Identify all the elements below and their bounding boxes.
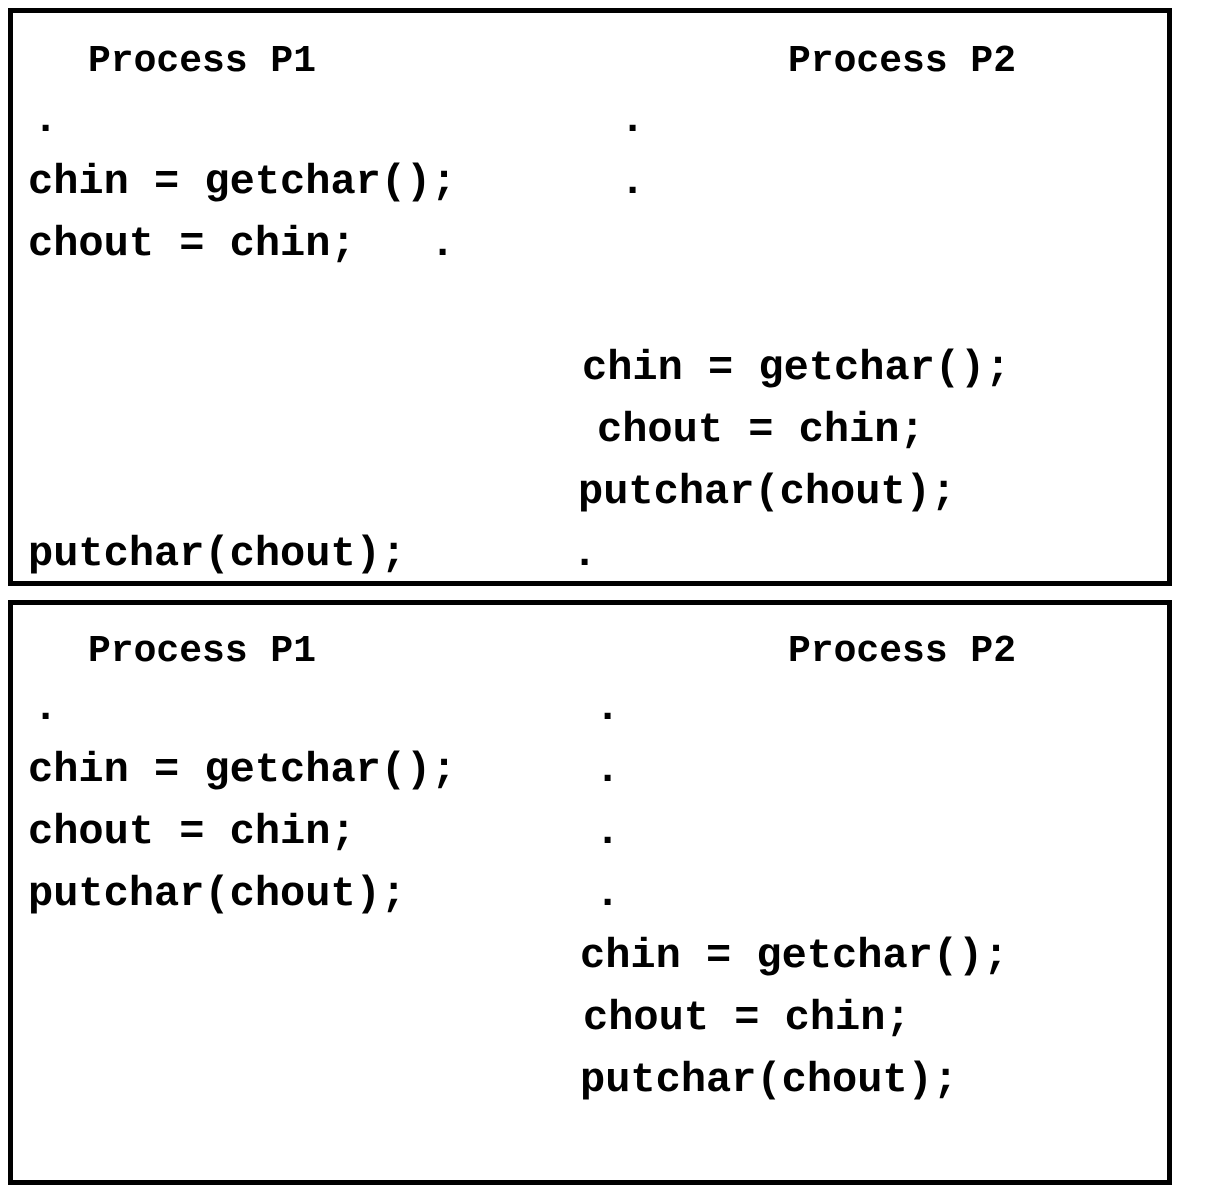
- p2-idle-dot: .: [595, 808, 621, 856]
- p1-statement-assign: chout = chin;: [28, 220, 356, 268]
- p2-idle-dot: .: [620, 158, 646, 206]
- p2-idle-dot: .: [572, 530, 598, 578]
- p1-statement-putchar: putchar(chout);: [28, 870, 407, 918]
- p2-idle-dot: .: [595, 746, 621, 794]
- p2-idle-dot: .: [595, 870, 621, 918]
- p2-idle-dot: .: [595, 684, 621, 732]
- process-p1-header: Process P1: [88, 630, 317, 673]
- p2-idle-dot: .: [430, 220, 456, 268]
- p1-statement-getchar: chin = getchar();: [28, 746, 457, 794]
- p2-statement-assign: chout = chin;: [597, 406, 925, 454]
- p1-idle-dot: .: [33, 684, 59, 732]
- p2-statement-getchar: chin = getchar();: [582, 344, 1011, 392]
- p2-statement-putchar: putchar(chout);: [580, 1056, 959, 1104]
- p1-statement-assign: chout = chin;: [28, 808, 356, 856]
- panel-bottom-interleaving: Process P1 Process P2 . . chin = getchar…: [8, 600, 1172, 1185]
- p2-statement-assign: chout = chin;: [583, 994, 911, 1042]
- process-p2-header: Process P2: [788, 630, 1017, 673]
- p2-statement-getchar: chin = getchar();: [580, 932, 1009, 980]
- panel-top-interleaving: Process P1 Process P2 . . chin = getchar…: [8, 8, 1172, 586]
- p2-statement-putchar: putchar(chout);: [578, 468, 957, 516]
- p1-idle-dot: .: [33, 96, 59, 144]
- process-p2-header: Process P2: [788, 40, 1017, 83]
- p1-statement-putchar: putchar(chout);: [28, 530, 407, 578]
- process-p1-header: Process P1: [88, 40, 317, 83]
- p2-idle-dot: .: [620, 96, 646, 144]
- p1-statement-getchar: chin = getchar();: [28, 158, 457, 206]
